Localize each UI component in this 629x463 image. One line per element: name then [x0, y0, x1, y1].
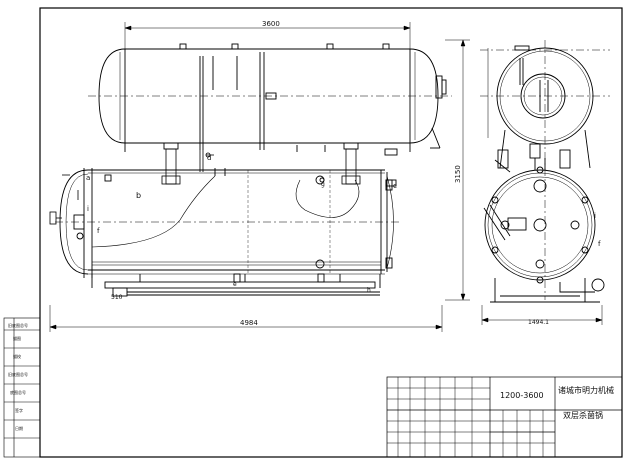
label-b: b: [136, 191, 141, 200]
dim-small-offset-label: 510: [111, 294, 123, 301]
dim-side-width: [481, 305, 603, 325]
dim-total-length-label: 4984: [240, 319, 258, 327]
revision-row-6: 签字: [15, 407, 23, 413]
dim-total-height-label: 3150: [454, 165, 462, 183]
upper-vessel-side: [480, 40, 610, 300]
label-i: i: [87, 205, 89, 213]
label-f: f: [97, 227, 100, 235]
dim-total-length: [49, 305, 443, 332]
revision-row-2: 描图: [13, 335, 21, 341]
revision-row-1: 旧底图总号: [8, 322, 28, 328]
dim-top-length-label: 3600: [262, 20, 280, 28]
label-e: e: [233, 281, 237, 288]
title-model: 1200-3600: [500, 391, 544, 400]
label-side-f: f: [598, 240, 601, 248]
title-company: 诸城市明力机械: [558, 385, 614, 395]
label-c: c: [393, 182, 397, 190]
lower-vessel-front: [55, 168, 400, 297]
dim-top-length: [124, 22, 411, 49]
dim-total-height: [445, 39, 470, 301]
connecting-pipes: [161, 148, 361, 185]
label-g: g: [321, 181, 325, 188]
upper-vessel-front: [88, 43, 452, 156]
title-product: 双层杀菌锅: [563, 410, 603, 420]
label-h: h: [367, 287, 371, 294]
revision-row-3: 描校: [13, 353, 21, 359]
left-inlet: [49, 174, 79, 225]
lower-vessel-side: [483, 158, 605, 303]
drawing-frame: [39, 7, 623, 458]
label-side-i: i: [594, 212, 596, 220]
label-a: a: [86, 174, 90, 182]
revision-row-4: 旧底图总号: [8, 371, 28, 377]
label-d: d: [207, 154, 211, 162]
title-block: [386, 376, 623, 458]
revision-block: [3, 317, 41, 458]
dim-side-width-label: 1494.1: [528, 319, 549, 326]
revision-row-7: 日期: [15, 425, 23, 431]
revision-row-5: 底图总号: [10, 389, 26, 395]
